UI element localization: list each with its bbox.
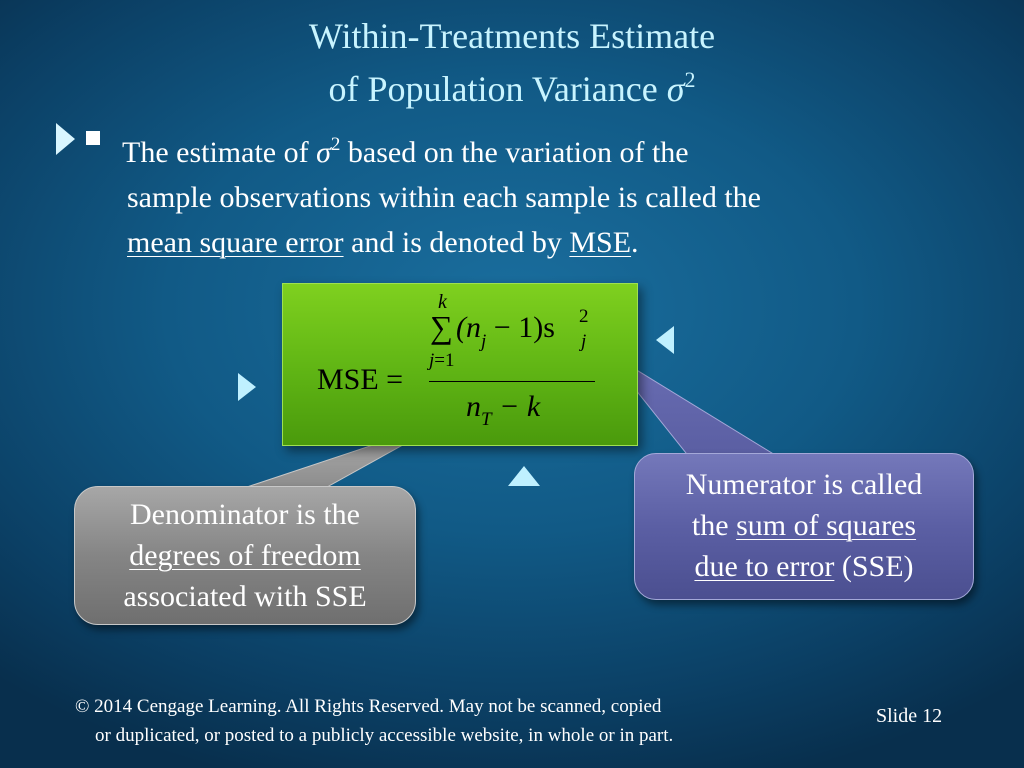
title-line-1: Within-Treatments Estimate bbox=[308, 16, 716, 56]
bullet-part-2: based on the variation of the bbox=[347, 136, 689, 169]
square-bullet-icon bbox=[86, 131, 100, 145]
lower-limit-var: j bbox=[429, 350, 435, 371]
denominator-callout-line-2: degrees of freedom bbox=[75, 535, 415, 576]
up-arrow-icon[interactable] bbox=[508, 466, 540, 486]
sum-lower-limit: j=1 bbox=[429, 350, 455, 372]
numerator-callout-line-2: the sum of squares bbox=[635, 505, 973, 546]
denominator-callout-line-1: Denominator is the bbox=[130, 498, 360, 531]
denominator-callout-line-3: associated with SSE bbox=[123, 580, 367, 613]
fraction-bar bbox=[429, 381, 595, 382]
denominator-n: n bbox=[466, 390, 481, 423]
right-arrow-icon[interactable] bbox=[238, 373, 256, 401]
mse-formula-box: MSE = k ∑ (nj − 1)s 2 j j=1 nT − k bbox=[282, 283, 638, 446]
numerator-callout-prefix: the bbox=[691, 509, 729, 542]
numerator-callout: Numerator is called the sum of squares d… bbox=[634, 453, 974, 600]
formula-denominator: nT − k bbox=[466, 390, 541, 430]
denominator-rest: − k bbox=[491, 390, 541, 423]
numerator-callout-suffix: (SSE) bbox=[841, 550, 914, 583]
denominator-callout: Denominator is the degrees of freedom as… bbox=[74, 486, 416, 625]
copyright-line-1: © 2014 Cengage Learning. All Rights Rese… bbox=[75, 696, 662, 717]
bullet-line-3: mean square error and is denoted by MSE. bbox=[122, 220, 952, 265]
numerator-subscript: j bbox=[481, 331, 487, 352]
slide-title: Within-Treatments Estimate of Population… bbox=[0, 14, 1024, 111]
sum-upper-limit: k bbox=[438, 291, 447, 313]
bullet-mid: and is denoted by bbox=[351, 226, 562, 259]
variance-exponent: 2 bbox=[579, 306, 589, 327]
bullet-text: The estimate of σ2 based on the variatio… bbox=[122, 122, 952, 265]
bullet-line-2: sample observations within each sample i… bbox=[127, 181, 761, 214]
play-arrow-icon[interactable] bbox=[56, 123, 75, 155]
title-line-2: of Population Variance σ2 bbox=[0, 58, 1024, 111]
denominator-subscript: T bbox=[481, 409, 492, 430]
title-line-2-text: of Population Variance bbox=[328, 69, 658, 109]
term-degrees-of-freedom: degrees of freedom bbox=[129, 539, 361, 572]
term-mse: MSE bbox=[569, 226, 632, 259]
lower-limit-val: =1 bbox=[434, 350, 455, 371]
bullet-sigma-exponent: 2 bbox=[330, 134, 341, 155]
term-mean-square-error: mean square error bbox=[127, 226, 344, 259]
numerator-open: (n bbox=[456, 311, 481, 344]
bullet-part-1: The estimate of bbox=[122, 136, 309, 169]
numerator-callout-line-1: Numerator is called bbox=[685, 468, 923, 501]
formula-numerator: (nj − 1)s bbox=[456, 311, 555, 352]
variance-subscript: j bbox=[581, 331, 587, 352]
sigma-symbol: σ bbox=[666, 69, 685, 109]
sigma-exponent: 2 bbox=[684, 67, 696, 92]
formula-lhs: MSE = bbox=[317, 363, 404, 396]
numerator-callout-line-3: due to error (SSE) bbox=[635, 546, 973, 587]
copyright-line-2: or duplicated, or posted to a publicly a… bbox=[95, 725, 674, 746]
summation-symbol: ∑ bbox=[430, 309, 453, 345]
left-arrow-icon[interactable] bbox=[656, 326, 674, 354]
bullet-end: . bbox=[631, 226, 639, 259]
numerator-minus-one: − 1)s bbox=[486, 311, 555, 344]
term-sum-of-squares: sum of squares bbox=[736, 509, 917, 542]
bullet-sigma: σ bbox=[316, 136, 331, 169]
term-due-to-error: due to error bbox=[694, 550, 835, 583]
copyright-notice: © 2014 Cengage Learning. All Rights Rese… bbox=[75, 692, 835, 750]
slide-number: Slide 12 bbox=[876, 705, 943, 727]
